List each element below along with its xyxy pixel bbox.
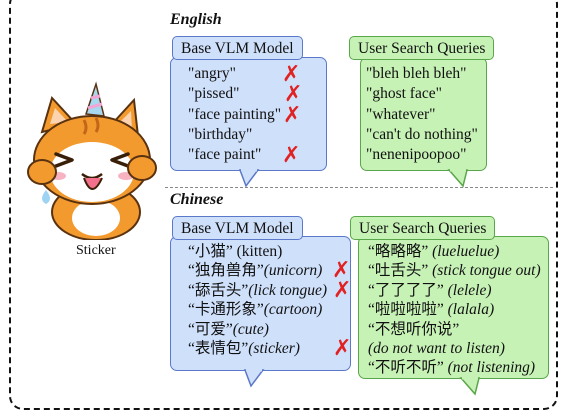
chinese-base-panel-tail: [243, 368, 265, 388]
english-base-tab: Base VLM Model: [172, 36, 303, 60]
wrong-mark-icon: ✗: [283, 102, 302, 128]
sticker-label: Sticker: [76, 243, 116, 258]
base-model-label: “表情包”(sticker): [188, 339, 327, 358]
user-query: “略略略” (lueluelue): [368, 242, 541, 261]
base-model-label-text: “独角兽角”: [188, 262, 264, 280]
base-model-label: “小猫” (kitten): [188, 242, 327, 261]
chinese-user-panel-tail: [459, 376, 480, 396]
user-query: “吐舌头” (stick tongue out): [368, 261, 541, 280]
base-model-label-text: "birthday": [188, 125, 253, 143]
user-query: "bleh bleh bleh": [366, 64, 478, 84]
user-query-text: "whatever": [366, 105, 436, 123]
base-model-label-gloss: (kitten): [236, 243, 283, 260]
english-user-panel-tail: [447, 168, 468, 188]
wrong-mark-icon: ✗: [282, 143, 301, 169]
wrong-mark-icon: ✗: [284, 82, 303, 108]
user-query-gloss: (lueluelue): [432, 243, 500, 260]
wrong-mark-icon: ✗: [332, 258, 351, 284]
base-model-label: “卡通形象”(cartoon): [188, 300, 327, 319]
user-query-gloss: (not listening): [447, 359, 536, 377]
base-model-label: "face painting": [188, 105, 281, 125]
user-query-gloss: (lelele): [447, 281, 492, 299]
base-model-label: “舔舌头”(lick tongue): [188, 281, 327, 300]
english-base-list: "angry" "pissed" "face painting" "birthday"…: [188, 64, 281, 165]
wrong-mark-icon: ✗: [333, 277, 352, 303]
chinese-section-title: Chinese: [170, 191, 224, 208]
user-query: “不听不听” (not listening): [368, 358, 541, 377]
base-model-label-text: “小猫”: [188, 243, 233, 260]
base-model-label: "birthday": [188, 125, 281, 145]
chinese-base-list: “小猫” (kitten)“独角兽角”(unicorn)“舔舌头”(lick t…: [188, 242, 327, 358]
base-model-label-gloss: (unicorn): [263, 262, 323, 280]
base-model-label-text: “舔舌头”: [188, 281, 249, 299]
chinese-user-list: “略略略” (lueluelue)“吐舌头” (stick tongue out…: [368, 242, 541, 378]
base-model-label-gloss: (cute): [232, 320, 269, 338]
user-query-text: "nenenipoopoo": [366, 146, 467, 164]
section-divider: [165, 187, 553, 188]
user-query-gloss: (do not want to listen): [368, 340, 505, 358]
base-model-label: "angry": [188, 64, 281, 84]
base-model-label-gloss: (sticker): [248, 340, 300, 358]
user-query-text: "bleh bleh bleh": [366, 65, 467, 82]
user-query-gloss: (lalala): [447, 301, 495, 319]
user-query-text: "ghost face": [366, 85, 442, 103]
base-model-label: "pissed": [188, 84, 281, 104]
base-model-label-text: "face painting": [188, 105, 282, 123]
base-model-label-text: "face paint": [188, 146, 262, 164]
base-model-label-gloss: (lick tongue): [248, 281, 328, 299]
user-query: “了了了了” (lelele): [368, 281, 541, 300]
wrong-mark-icon: ✗: [282, 62, 301, 87]
base-model-label: "face paint": [188, 145, 281, 165]
base-model-label-text: “表情包”: [188, 340, 249, 358]
base-model-label: “独角兽角”(unicorn): [188, 261, 327, 280]
user-query-text: “不想听你说”: [368, 320, 460, 338]
user-query-text: “吐舌头”: [368, 262, 429, 280]
user-query-text: “了了了了”: [368, 281, 444, 299]
base-model-label-text: "pissed": [188, 85, 240, 103]
base-model-label-gloss: (cartoon): [263, 301, 323, 319]
user-query: "ghost face": [366, 84, 478, 104]
base-model-label: “可爱”(cute): [188, 320, 327, 339]
user-query-text: “不听不听”: [368, 359, 444, 377]
user-query: (do not want to listen): [368, 339, 541, 358]
user-query: "nenenipoopoo": [366, 145, 478, 165]
base-model-label-text: “卡通形象”: [188, 301, 264, 319]
english-section-title: English: [170, 11, 222, 28]
user-query: "whatever": [366, 105, 478, 125]
user-query-gloss: (stick tongue out): [432, 262, 541, 280]
user-query: "can't do nothing": [366, 125, 478, 145]
chinese-base-tab: Base VLM Model: [172, 216, 303, 240]
chinese-user-tab: User Search Queries: [350, 216, 496, 240]
user-query-text: “啦啦啦啦”: [368, 301, 444, 319]
user-query-text: "can't do nothing": [366, 125, 478, 143]
base-model-label-text: "angry": [188, 65, 236, 82]
english-user-tab: User Search Queries: [349, 36, 495, 60]
english-user-list: "bleh bleh bleh" "ghost face" "whatever" "c…: [366, 64, 478, 165]
user-query-text: “略略略”: [368, 243, 429, 260]
cat-sticker-icon: [27, 81, 157, 240]
user-query: “啦啦啦啦” (lalala): [368, 300, 541, 319]
user-query: “不想听你说”: [368, 320, 541, 339]
base-model-label-text: “可爱”: [188, 320, 233, 338]
english-base-panel-tail: [238, 168, 260, 188]
wrong-mark-icon: ✗: [333, 336, 352, 361]
